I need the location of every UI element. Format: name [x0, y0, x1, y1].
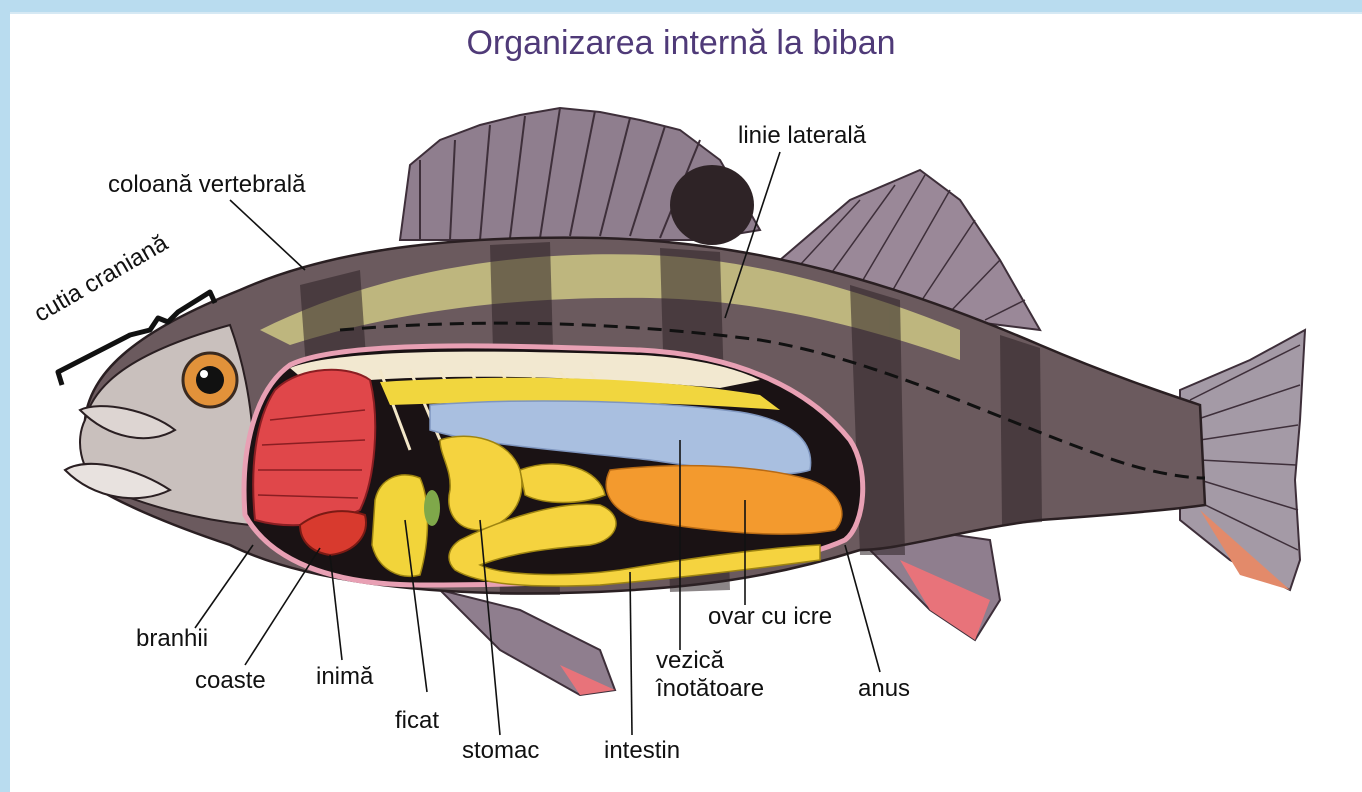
label-coaste: coaste: [195, 668, 266, 694]
label-ficat: ficat: [395, 708, 439, 734]
label-ovar-cu-icre: ovar cu icre: [708, 604, 832, 630]
label-linie-laterala: linie laterală: [738, 123, 866, 149]
label-branhii: branhii: [136, 626, 208, 652]
dorsal-fin-front: [400, 108, 760, 245]
label-inima: inimă: [316, 664, 373, 690]
label-anus: anus: [858, 676, 910, 702]
liver: [372, 475, 428, 576]
label-vezica: vezică: [656, 648, 724, 674]
label-intestin: intestin: [604, 738, 680, 764]
label-inotatoare: înotătoare: [656, 676, 764, 702]
label-stomac: stomac: [462, 738, 539, 764]
label-coloana-vertebrala: coloană vertebrală: [108, 172, 305, 198]
